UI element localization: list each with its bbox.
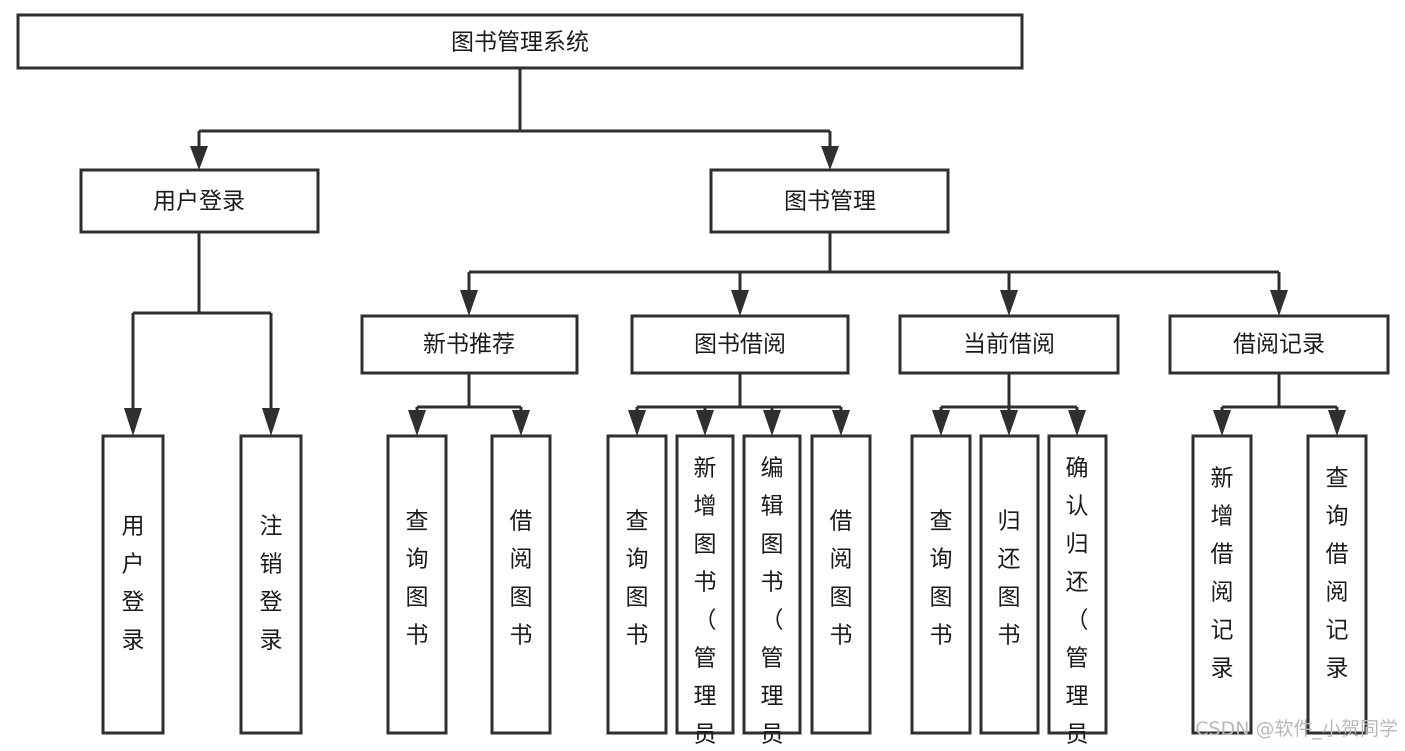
arrow-to-leaf-user-logout xyxy=(262,408,280,436)
node-leaf-return-book[interactable]: 归还图书 xyxy=(979,434,1040,735)
node-leaf-confirm-return-label: 确认归还（管理员） xyxy=(1066,456,1089,748)
node-user-login-box[interactable] xyxy=(79,168,320,234)
node-borrow-record[interactable]: 借阅记录 xyxy=(1168,314,1390,375)
node-leaf-query-book-2[interactable]: 查询图书 xyxy=(606,434,668,735)
arrow-to-leaf-return-book xyxy=(1000,410,1018,436)
node-leaf-return-book-label: 归还图书 xyxy=(998,509,1021,649)
node-leaf-borrow-book-2[interactable]: 借阅图书 xyxy=(810,434,872,735)
node-leaf-add-record-label: 新增借阅记录 xyxy=(1211,466,1234,682)
node-user-login-label: 用户登录 xyxy=(153,189,245,215)
node-leaf-query-book-3[interactable]: 查询图书 xyxy=(910,434,972,735)
node-leaf-query-book-3-box[interactable] xyxy=(910,434,972,735)
node-leaf-user-logout-label: 注销登录 xyxy=(260,514,283,654)
node-leaf-edit-book-label: 编辑图书（管理员） xyxy=(761,456,784,748)
node-current-borrow-box[interactable] xyxy=(898,314,1120,375)
arrow-to-new-book-recommend xyxy=(460,290,478,316)
node-leaf-query-book-3-label: 查询图书 xyxy=(930,509,953,649)
node-leaf-add-record[interactable]: 新增借阅记录 xyxy=(1191,434,1253,735)
node-leaf-query-record-label: 查询借阅记录 xyxy=(1326,466,1349,682)
node-leaf-confirm-return-box[interactable] xyxy=(1047,434,1108,735)
node-leaf-add-book[interactable]: 新增图书（管理员） xyxy=(675,434,735,748)
node-leaf-user-logout[interactable]: 注销登录 xyxy=(239,434,303,735)
node-leaf-query-record-box[interactable] xyxy=(1306,434,1368,735)
arrow-to-leaf-add-book xyxy=(696,410,714,436)
arrow-to-leaf-query-record xyxy=(1328,410,1346,436)
arrow-to-leaf-borrow-book-2 xyxy=(832,410,850,436)
node-book-manage-box[interactable] xyxy=(709,168,950,234)
node-current-borrow[interactable]: 当前借阅 xyxy=(898,314,1120,375)
node-leaf-borrow-book-2-box[interactable] xyxy=(810,434,872,735)
node-leaf-query-book-2-box[interactable] xyxy=(606,434,668,735)
arrow-to-leaf-query-book-1 xyxy=(408,410,426,436)
node-leaf-add-record-box[interactable] xyxy=(1191,434,1253,735)
node-leaf-edit-book[interactable]: 编辑图书（管理员） xyxy=(742,434,802,748)
arrow-to-current-borrow xyxy=(1000,290,1018,316)
node-new-book-recommend[interactable]: 新书推荐 xyxy=(360,314,579,375)
node-leaf-query-book-1[interactable]: 查询图书 xyxy=(386,434,448,735)
arrow-to-leaf-user-login xyxy=(124,408,142,436)
leaf-nodes-group: 用户登录 注销登录 查询图书 借阅图书 查询图书 新增图书（管理员） xyxy=(101,434,1368,748)
node-book-borrow-label: 图书借阅 xyxy=(694,332,786,358)
arrow-to-user-login xyxy=(190,146,208,170)
node-leaf-return-book-box[interactable] xyxy=(979,434,1040,735)
node-borrow-record-box[interactable] xyxy=(1168,314,1390,375)
node-new-book-recommend-label: 新书推荐 xyxy=(423,332,515,358)
arrow-to-leaf-confirm-return xyxy=(1068,410,1086,436)
arrow-to-book-borrow xyxy=(731,290,749,316)
node-book-manage[interactable]: 图书管理 xyxy=(709,168,950,234)
node-leaf-borrow-book-1-box[interactable] xyxy=(490,434,552,735)
node-root-box[interactable] xyxy=(16,13,1024,70)
node-leaf-add-book-label: 新增图书（管理员） xyxy=(694,456,717,748)
node-leaf-user-logout-box[interactable] xyxy=(239,434,303,735)
arrow-to-leaf-edit-book xyxy=(763,410,781,436)
node-leaf-edit-book-box[interactable] xyxy=(742,434,802,735)
arrow-to-book-manage xyxy=(821,146,839,170)
watermark-label: CSDN @软件_小贺同学 xyxy=(1195,718,1398,740)
node-leaf-confirm-return[interactable]: 确认归还（管理员） xyxy=(1047,434,1108,748)
node-leaf-borrow-book-1-label: 借阅图书 xyxy=(510,509,533,649)
node-root[interactable]: 图书管理系统 xyxy=(16,13,1024,70)
node-new-book-recommend-box[interactable] xyxy=(360,314,579,375)
node-leaf-user-login-label: 用户登录 xyxy=(122,514,145,654)
arrow-to-leaf-query-book-2 xyxy=(628,410,646,436)
arrow-to-leaf-add-record xyxy=(1213,410,1231,436)
arrow-to-leaf-query-book-3 xyxy=(932,410,950,436)
node-book-manage-label: 图书管理 xyxy=(784,189,876,215)
arrow-to-borrow-record xyxy=(1270,290,1288,316)
node-leaf-borrow-book-1[interactable]: 借阅图书 xyxy=(490,434,552,735)
node-borrow-record-label: 借阅记录 xyxy=(1233,332,1325,358)
node-leaf-query-book-2-label: 查询图书 xyxy=(626,509,649,649)
node-leaf-add-book-box[interactable] xyxy=(675,434,735,735)
node-leaf-query-book-1-box[interactable] xyxy=(386,434,448,735)
node-leaf-user-login-box[interactable] xyxy=(101,434,165,735)
node-current-borrow-label: 当前借阅 xyxy=(963,332,1055,358)
node-leaf-borrow-book-2-label: 借阅图书 xyxy=(830,509,853,649)
edge-group xyxy=(124,68,1346,436)
node-leaf-query-book-1-label: 查询图书 xyxy=(406,509,429,649)
node-root-label: 图书管理系统 xyxy=(451,30,589,56)
node-user-login[interactable]: 用户登录 xyxy=(79,168,320,234)
node-leaf-query-record[interactable]: 查询借阅记录 xyxy=(1306,434,1368,735)
node-book-borrow-box[interactable] xyxy=(630,314,850,375)
node-leaf-user-login[interactable]: 用户登录 xyxy=(101,434,165,735)
arrow-to-leaf-borrow-book-1 xyxy=(512,410,530,436)
node-book-borrow[interactable]: 图书借阅 xyxy=(630,314,850,375)
